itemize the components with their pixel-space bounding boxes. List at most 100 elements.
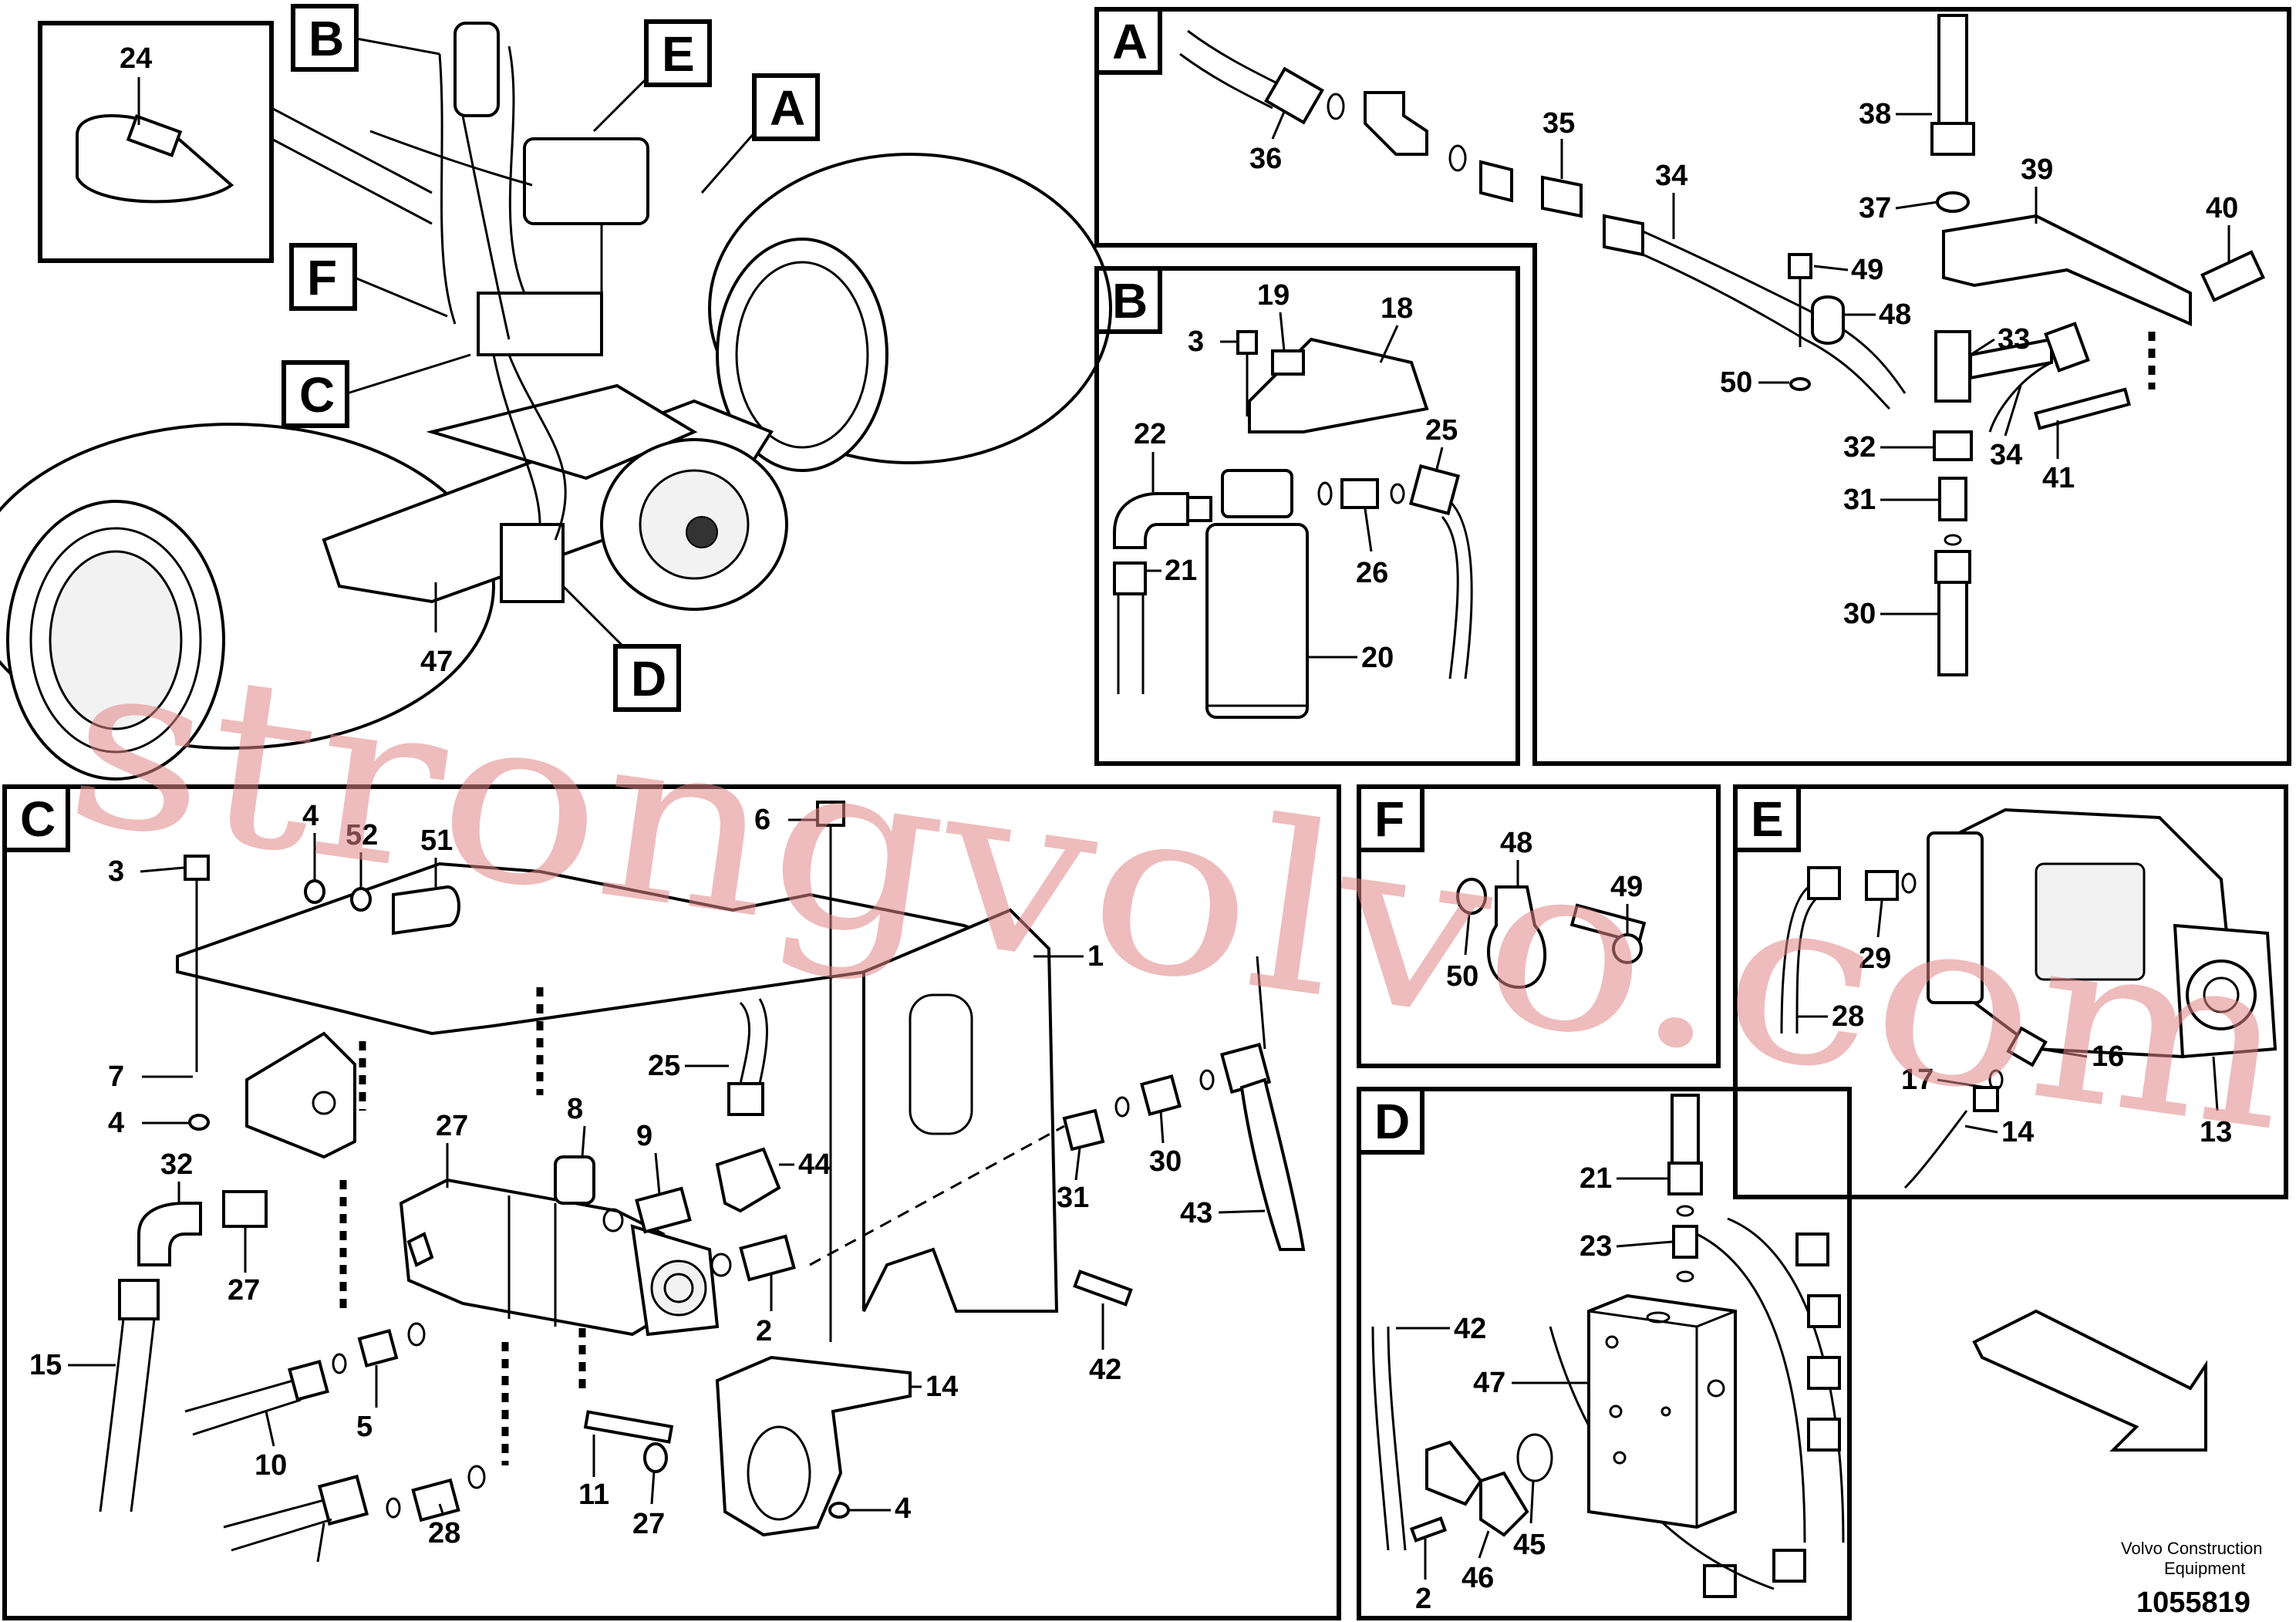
fitting-46-b	[1479, 1471, 1529, 1537]
valve-block-overview	[477, 292, 603, 356]
callout-24: 24	[120, 42, 152, 75]
document-number: 1055819	[2136, 1587, 2250, 1619]
overview-drawing: 24 B E	[0, 4, 1112, 781]
callout-39: 39	[2021, 153, 2053, 186]
callout-49-F: 49	[1610, 871, 1643, 903]
callout-14-E: 14	[2001, 1116, 2034, 1148]
callout-4-bottom: 4	[895, 1492, 911, 1525]
view-D-panel: D 21 23 47 42	[1357, 1087, 1852, 1620]
callout-3-B: 3	[1188, 325, 1204, 358]
adapter-15	[357, 1328, 399, 1368]
callout-49-A: 49	[1851, 254, 1883, 286]
view-F-frame	[1357, 784, 1721, 1068]
clamp-48-F	[1487, 885, 1547, 990]
callout-17: 17	[1901, 1064, 1934, 1096]
callout-38: 38	[1859, 98, 1891, 130]
adapter-43	[222, 1190, 268, 1228]
callout-14-C: 10	[255, 1449, 287, 1482]
rim-right	[716, 238, 888, 472]
view-F-tag	[1357, 784, 1424, 852]
view-A-tag	[1094, 7, 1162, 75]
adapter-27-top	[635, 1186, 692, 1234]
view-tag-E-letter: E	[662, 26, 695, 82]
filter-cartridge-20	[1205, 523, 1309, 719]
callout-50-F: 50	[1446, 960, 1478, 993]
bolt-19	[1271, 349, 1305, 376]
bolt-41	[2034, 387, 2131, 430]
callout-48-F: 48	[1500, 827, 1532, 859]
washer-37	[1936, 191, 1970, 213]
callout-7: 7	[108, 1061, 124, 1093]
elbow-22	[1113, 492, 1189, 549]
view-C-tag-letter: C	[20, 791, 56, 847]
view-A-panel: A 36 35 34 38 37 39 40	[1094, 7, 2291, 766]
callout-31-A: 31	[1843, 484, 1876, 516]
view-D-tag-letter: D	[1374, 1094, 1410, 1149]
callout-2-D: 2	[1415, 1583, 1431, 1615]
callout-2-C: 42	[1089, 1354, 1121, 1386]
callout-43: 27	[228, 1274, 260, 1307]
adapter-27-low	[411, 1478, 460, 1523]
view-tag-B	[291, 4, 359, 72]
callout-16: 16	[2092, 1040, 2124, 1073]
callout-31-C: 30	[1149, 1145, 1182, 1178]
view-B-frame	[1094, 266, 1520, 766]
washer-50-F	[1456, 878, 1487, 915]
view-B-tag-letter: B	[1112, 273, 1148, 329]
block-47-overview	[500, 523, 565, 603]
hub-bolt-2	[1807, 1294, 1841, 1328]
callout-47-overview: 47	[420, 646, 453, 678]
callout-28-E: 28	[1832, 1000, 1864, 1033]
tee-fitting	[1364, 91, 1428, 156]
view-tag-A-letter: A	[770, 80, 805, 136]
clamp-48-A	[1811, 295, 1845, 345]
callout-30-C: 43	[1180, 1197, 1212, 1229]
hub-bolt-3	[1807, 1356, 1841, 1390]
hose-21-D	[1671, 1094, 1700, 1166]
callout-18: 18	[1381, 292, 1413, 325]
view-F-tag-letter: F	[1374, 791, 1404, 847]
direction-arrow	[1972, 1309, 2207, 1452]
callout-25-B: 25	[1425, 414, 1458, 447]
callout-50-A: 50	[1720, 366, 1752, 399]
view-tag-C-letter: C	[299, 367, 335, 423]
callout-4-left: 4	[108, 1107, 124, 1139]
bracket-7	[245, 1031, 356, 1159]
adapter-16	[2006, 1026, 2048, 1067]
footer: Volvo Construction Equipment 1055819	[2121, 1539, 2262, 1619]
hub-bolt-1	[1795, 1233, 1829, 1266]
callout-45: 45	[1513, 1529, 1546, 1561]
view-D-frame	[1357, 1087, 1852, 1620]
nut-32-A	[1933, 430, 1973, 461]
gear-pump-8	[399, 1178, 673, 1337]
adapter-23	[1672, 1225, 1698, 1259]
view-tag-D	[613, 644, 681, 712]
view-C-frame	[2, 784, 1341, 1620]
callout-8: 27	[436, 1110, 468, 1142]
callout-21-D: 21	[1580, 1162, 1612, 1195]
callout-27-low: 28	[428, 1517, 460, 1549]
adapter-29	[1865, 870, 1899, 901]
callout-20: 20	[1361, 642, 1394, 674]
hose-30-A	[1937, 581, 1968, 676]
fitting-36	[1264, 66, 1324, 125]
view-tag-C	[282, 360, 349, 428]
callout-9: 44	[798, 1148, 831, 1181]
callout-42-D: 42	[1454, 1313, 1486, 1345]
callout-12: 8	[567, 1093, 583, 1125]
adapter-27-mid	[739, 1234, 796, 1282]
view-tag-F-letter: F	[307, 250, 337, 305]
washer-11	[643, 1442, 668, 1473]
callout-26: 26	[1356, 557, 1388, 589]
nut-32-C	[1062, 1108, 1105, 1152]
view-E-panel: E 13 29 28 16 17 14	[1733, 784, 2288, 1199]
washer-4-left	[188, 1114, 210, 1131]
view-tag-A	[752, 73, 820, 141]
view-F-panel: F 48 49 50	[1357, 784, 1721, 1068]
callout-42-C: 15	[29, 1349, 62, 1381]
callout-27-top: 9	[636, 1120, 652, 1152]
callout-41: 41	[2042, 462, 2075, 494]
view-A-frame	[1094, 7, 2291, 766]
callout-25-C: 25	[648, 1050, 680, 1082]
pump-assembly-overview	[523, 137, 649, 225]
